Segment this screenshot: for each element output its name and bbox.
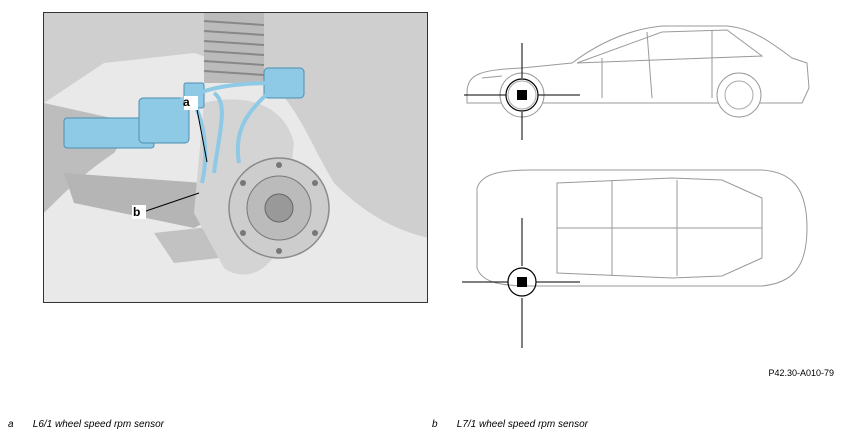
leader-line-b (145, 192, 200, 212)
legend-text: L7/1 wheel speed rpm sensor (456, 419, 588, 430)
car-side-drawing (464, 25, 810, 140)
hub-drawing (44, 13, 427, 302)
document-id: P42.30-A010-79 (768, 368, 834, 378)
car-side-view (462, 18, 812, 148)
wheel-hub-detail-illustration (43, 12, 428, 303)
legend-key: b (432, 419, 438, 430)
car-top-view (462, 158, 812, 348)
legend-key: a (8, 419, 14, 430)
callout-label-b: b (133, 205, 141, 219)
legend-text: L6/1 wheel speed rpm sensor (32, 419, 164, 430)
callout-label-a: a (183, 95, 190, 109)
leader-line-a (195, 103, 208, 163)
legend-item-b: b L7/1 wheel speed rpm sensor (432, 419, 588, 430)
car-top-drawing (462, 169, 808, 348)
legend-item-a: a L6/1 wheel speed rpm sensor (8, 419, 164, 430)
